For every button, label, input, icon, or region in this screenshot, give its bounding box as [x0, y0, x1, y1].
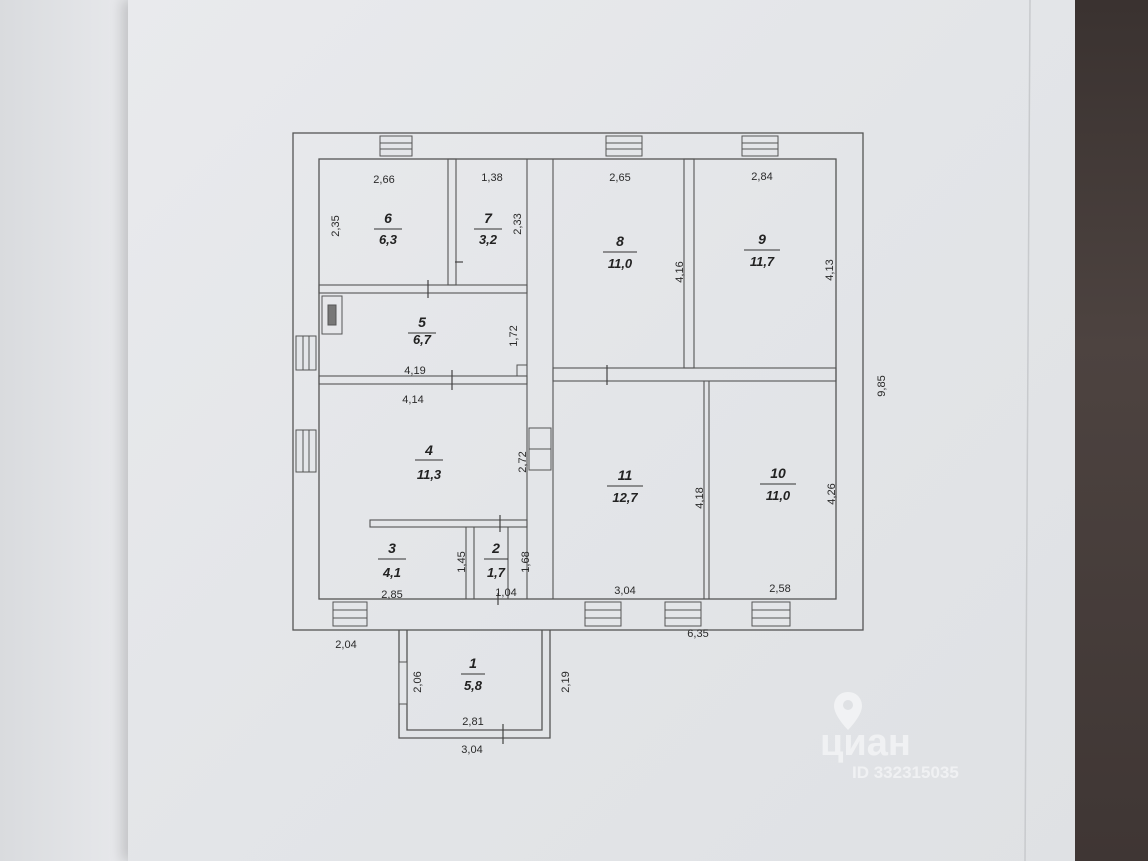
windows — [295, 135, 791, 705]
room-number: 10 — [770, 465, 786, 481]
room-area: 1,7 — [487, 565, 506, 580]
dimension-label: 2,66 — [373, 174, 394, 186]
dimension-label: 3,04 — [461, 744, 482, 756]
room-area: 11,7 — [750, 254, 775, 269]
dimension-label: 2,65 — [609, 172, 630, 184]
dimension-label: 2,85 — [381, 589, 402, 601]
dimension-label: 6,35 — [687, 628, 708, 640]
watermark-brand: циан — [820, 722, 911, 764]
room-number: 11 — [618, 467, 633, 483]
room-number: 7 — [484, 210, 493, 226]
dimension-label: 1,04 — [495, 587, 516, 599]
location-pin-icon — [834, 692, 862, 730]
watermark: циан ID 332315035 — [820, 692, 959, 782]
dimension-label: 4,26 — [826, 483, 838, 504]
room-number: 2 — [491, 540, 500, 556]
room-area: 11,0 — [608, 256, 633, 271]
room-number: 8 — [616, 233, 624, 249]
room-number: 3 — [388, 540, 396, 556]
dimension-label: 2,33 — [512, 213, 524, 234]
room-area: 3,2 — [479, 232, 498, 247]
dimension-label: 2,06 — [412, 671, 424, 692]
room-area: 4,1 — [382, 565, 401, 580]
room-number: 9 — [758, 231, 766, 247]
room-area: 11,3 — [417, 467, 442, 482]
room-area: 6,3 — [379, 232, 398, 247]
dimension-label: 2,84 — [751, 171, 772, 183]
dimension-label: 2,35 — [330, 215, 342, 236]
door-ticks — [427, 261, 608, 744]
room-number: 6 — [384, 210, 392, 226]
dimension-label: 4,13 — [824, 259, 836, 280]
room-area: 11,0 — [766, 488, 791, 503]
fraction-lines — [374, 228, 796, 675]
dimension-label: 2,81 — [462, 716, 483, 728]
room-area: 6,7 — [413, 332, 432, 347]
room-area: 5,8 — [464, 678, 483, 693]
dimension-label: 3,04 — [614, 585, 635, 597]
dimension-label: 1,45 — [456, 551, 468, 572]
dimension-label: 2,72 — [517, 451, 529, 472]
room-number: 1 — [469, 655, 477, 671]
interior-walls — [318, 158, 837, 599]
dimension-label: 2,04 — [335, 639, 356, 651]
dimension-label: 4,19 — [404, 365, 425, 377]
dimension-label: 1,72 — [508, 325, 520, 346]
stove-fixture — [321, 295, 528, 377]
dimension-label: 9,85 — [876, 375, 888, 396]
dimension-label: 4,14 — [402, 394, 423, 406]
dimension-label: 4,18 — [694, 487, 706, 508]
dimension-label: 2,19 — [560, 671, 572, 692]
room-number: 5 — [418, 314, 426, 330]
dimension-label: 1,68 — [520, 551, 532, 572]
dimension-label: 4,16 — [674, 261, 686, 282]
watermark-id: ID 332315035 — [852, 763, 959, 782]
room-area: 12,7 — [612, 490, 638, 505]
room-number: 4 — [424, 442, 433, 458]
dimension-label: 2,58 — [769, 583, 790, 595]
background-fabric — [1075, 0, 1148, 861]
dimension-label: 1,38 — [481, 172, 502, 184]
